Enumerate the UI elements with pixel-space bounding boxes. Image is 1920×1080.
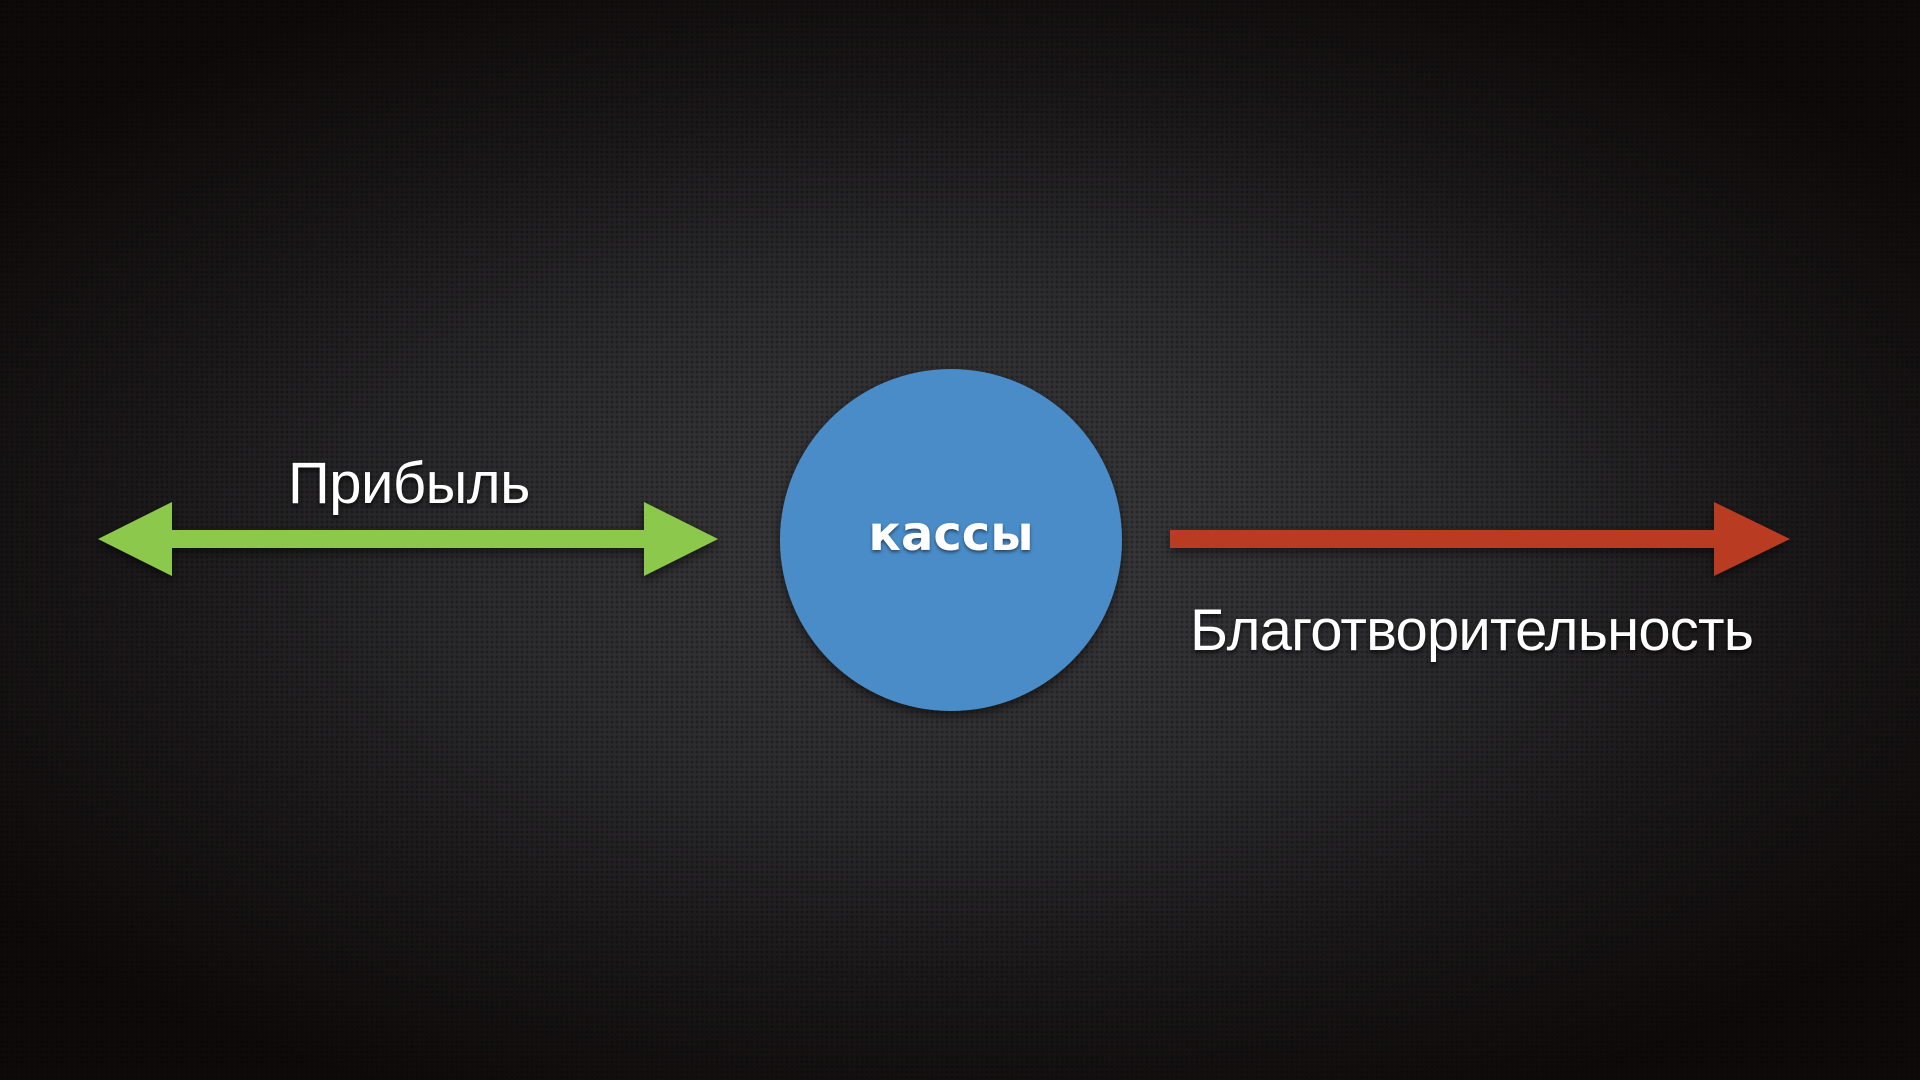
center-label: кассы (868, 506, 1034, 562)
left-arrow-shaft (168, 530, 648, 548)
profit-label: Прибыль (288, 451, 530, 516)
right-arrow-icon (1170, 502, 1790, 576)
left-arrow-head-left (98, 502, 172, 576)
center-circle (780, 369, 1122, 711)
right-arrow-shaft (1170, 530, 1718, 548)
charity-label: Благотворительность (1190, 598, 1754, 663)
right-arrow-head (1714, 502, 1790, 576)
left-arrow-head-right (644, 502, 718, 576)
double-arrow-icon (98, 502, 718, 576)
